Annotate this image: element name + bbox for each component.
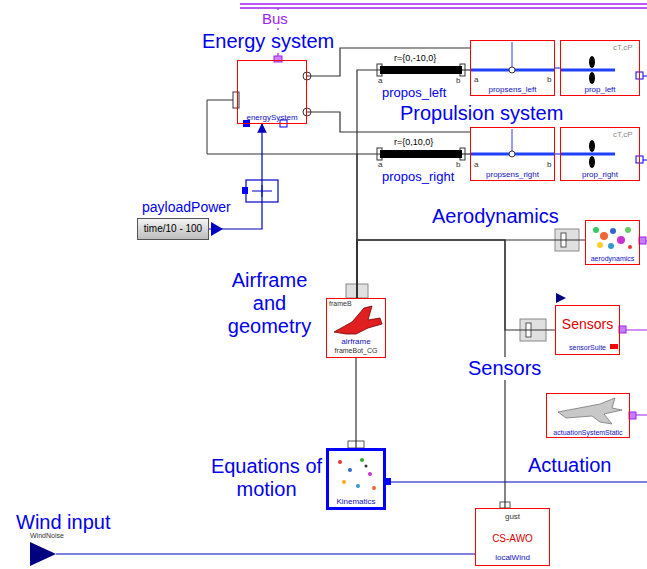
block-icon: payloadPowertime/10 - 100 [137, 218, 209, 240]
bus-line [240, 3, 647, 5]
block-heading: Airframe and geometry [216, 269, 323, 338]
block-icon: Aerodynamicsaerodynamics [585, 220, 640, 265]
pin-name: a [474, 75, 478, 84]
instance-name: propos_left [382, 86, 446, 101]
instance-name: actuationSystemStatic [553, 429, 622, 437]
block-icon: ActuationactuationSystemStatic [546, 393, 630, 438]
instance-name: propsens_left [488, 85, 536, 94]
block-icon: Airframe and geometryframeBairframeframe… [326, 298, 386, 358]
bus-wire [636, 415, 647, 416]
block-heading: Wind input [15, 511, 112, 534]
block-icon: cT,cP prop_right [560, 127, 640, 181]
instance-name: propsens_right [486, 170, 539, 179]
sensor-point [509, 151, 515, 157]
pin-name: a [378, 76, 382, 85]
pin-name: a [378, 160, 382, 169]
instance-name: WindNoise [30, 532, 64, 540]
parameter: r={0,-10,0} [394, 53, 436, 63]
signal-wire [391, 482, 647, 483]
bus-port [274, 56, 282, 62]
shaft [561, 69, 615, 72]
bus-line [240, 7, 647, 9]
instance-name: propos_right [382, 170, 454, 185]
group-heading: Propulsion system [400, 102, 563, 125]
block-heading: Aerodynamics [431, 205, 560, 228]
block-heading: Energy system [201, 30, 335, 53]
propeller-blade [589, 72, 595, 84]
pin-name: b [456, 160, 460, 169]
instance-name: aerodynamics [591, 255, 635, 263]
instance-name: payloadPower [141, 199, 232, 215]
signal-port [242, 187, 248, 194]
parameter: cT,cP [613, 43, 633, 52]
connection-line [357, 70, 380, 298]
bus-port [619, 326, 626, 333]
pin-name: b [547, 160, 551, 169]
instance-name: gust [505, 512, 520, 521]
icon-text: CS-AWO [492, 533, 533, 545]
block-heading: Actuation [527, 454, 612, 477]
parameter: r={0,10,0} [394, 137, 433, 147]
block-icon: a b propsens_right [470, 127, 555, 181]
block-icon: r={0,-10,0}abpropos_left [380, 66, 462, 74]
kinematics-illustration [338, 458, 376, 490]
sensor-point [509, 67, 515, 73]
status-mark [610, 344, 618, 349]
instance-name: airframe [341, 337, 370, 346]
pin-name: b [547, 75, 551, 84]
frame-port [233, 92, 239, 108]
aircraft-illustration [558, 398, 622, 424]
connection-line [357, 240, 555, 330]
icon-text: Sensors [562, 316, 613, 332]
airplane-icon [334, 306, 382, 334]
connection-line [462, 153, 470, 154]
pin-name: frameB [329, 300, 352, 308]
shaft [561, 153, 615, 156]
input-triangle [30, 542, 56, 566]
block-icon: a b propsens_left [470, 40, 555, 96]
pin-name: a [474, 160, 478, 169]
pin-name: b [456, 76, 460, 85]
connection-line [462, 69, 470, 70]
connection-line [357, 154, 380, 298]
propeller-blade [589, 156, 595, 168]
signal-wire [512, 129, 513, 151]
bus-port [639, 237, 646, 244]
instance-name: sensorSuite [569, 344, 606, 352]
block-icon: SensorssensorSuiteSensors [555, 305, 620, 355]
block-heading: Equations of motion [208, 455, 325, 501]
parameter: cT,cP [613, 130, 633, 139]
propeller-blade [589, 140, 595, 152]
bus-wire [646, 241, 647, 242]
instance-name: Kinematics [336, 497, 375, 506]
bus-wire [626, 330, 647, 331]
block-icon: r={0,10,0}abpropos_right [380, 150, 462, 158]
signal-wire [512, 42, 513, 67]
instance-name: prop_left [584, 85, 615, 94]
block-heading: Sensors [467, 357, 542, 380]
frame-wire [207, 100, 357, 154]
block-icon: Energy systemenergySystem [237, 60, 307, 124]
instance-name: localWind [495, 553, 530, 562]
block-icon: Equations of motionKinematics [326, 448, 386, 510]
signal-wire [643, 160, 647, 161]
block-icon: cT,cP prop_left [560, 40, 640, 96]
flow-illustration [593, 227, 632, 249]
propeller-blade [589, 56, 595, 68]
pin-name: frameBot_CG [335, 347, 378, 355]
block-icon: Wind inputWindNoise [30, 542, 56, 566]
bus-label: Bus [262, 10, 288, 27]
connection-line [355, 358, 356, 448]
signal-input [556, 293, 566, 303]
block-icon: gustCS-AWO localWind [475, 508, 550, 566]
bus-port [629, 412, 636, 419]
expression: time/10 - 100 [144, 223, 202, 235]
signal-wire [643, 76, 647, 77]
connection-line [357, 240, 585, 298]
instance-name: prop_right [582, 170, 618, 179]
instance-name: energySystem [246, 113, 297, 122]
connection-line [56, 553, 475, 554]
